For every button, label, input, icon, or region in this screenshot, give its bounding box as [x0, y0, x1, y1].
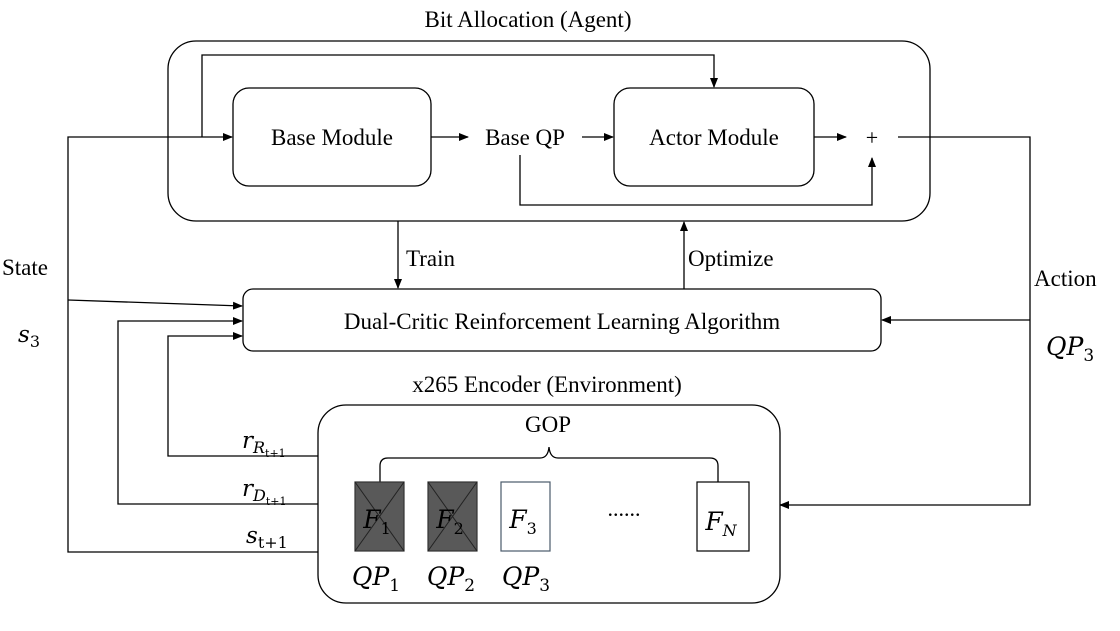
frame-fn-label: FN	[704, 507, 737, 540]
rd-sub: D	[252, 486, 266, 505]
action-qp3-label: QP3	[1046, 332, 1094, 366]
base-module-label: Base Module	[271, 125, 393, 150]
rr-sub: R	[252, 438, 265, 457]
agent-title: Bit Allocation (Agent)	[425, 7, 632, 32]
distortion-reward-label: rDt+1	[242, 476, 286, 508]
base-qp-label: Base QP	[485, 125, 565, 150]
action-label: Action	[1034, 266, 1097, 291]
state-loop-to-base-module-arrow	[67, 133, 318, 553]
train-label: Train	[406, 246, 455, 271]
gop-brace	[379, 446, 719, 482]
qp1-base: QP	[352, 562, 390, 591]
state-s3-label: s3	[18, 322, 40, 351]
f2-sub: 2	[454, 519, 464, 538]
s3-base: s	[18, 322, 30, 348]
qp3-label: QP3	[502, 562, 550, 596]
actor-module-label: Actor Module	[649, 125, 779, 150]
action-qp3-base: QP	[1046, 332, 1084, 361]
frame-f2-cross-b	[427, 481, 478, 552]
next-state-label: st+1	[246, 523, 288, 552]
snext-base: s	[246, 523, 258, 549]
qp3-base: QP	[502, 562, 540, 591]
environment-title: x265 Encoder (Environment)	[412, 372, 682, 397]
f3-base: F	[508, 505, 528, 534]
frame-f1-cross-b	[354, 481, 405, 552]
qp2-base: QP	[427, 562, 465, 591]
f2-base: F	[435, 505, 455, 534]
frames-ellipsis: ......	[608, 496, 641, 521]
optimize-label: Optimize	[688, 246, 774, 271]
f1-base: F	[362, 505, 382, 534]
distortion-reward-arrow	[117, 317, 318, 505]
action-to-encoder-arrow	[779, 136, 1031, 509]
state-to-actor-arrow	[201, 54, 718, 137]
state-label: State	[2, 255, 48, 280]
action-qp3-sub: 3	[1083, 346, 1094, 366]
qp1-sub: 1	[389, 576, 400, 596]
s3-sub: 3	[30, 332, 40, 351]
frame-f2-label: F2	[435, 505, 464, 538]
base-qp-to-plus-arrow	[519, 155, 876, 206]
qp1-label: QP1	[352, 562, 400, 596]
gop-label: GOP	[525, 412, 571, 437]
fn-sub: N	[722, 521, 738, 540]
rr-base: r	[242, 428, 255, 454]
rate-reward-arrow	[167, 332, 318, 457]
qp2-label: QP2	[427, 562, 475, 596]
state-to-algorithm-arrow	[67, 299, 243, 310]
rr-subsub: t+1	[265, 447, 286, 460]
rd-subsub: t+1	[266, 495, 287, 508]
f3-sub: 3	[527, 519, 537, 538]
qp2-sub: 2	[464, 576, 475, 596]
frame-fn-box	[696, 481, 750, 552]
rd-base: r	[242, 476, 255, 502]
frame-f3-label: F3	[508, 505, 537, 538]
fn-base: F	[704, 507, 724, 536]
frame-f3-box	[500, 481, 551, 552]
frame-f1-label: F1	[362, 505, 391, 538]
plus-sign: +	[866, 125, 878, 150]
algorithm-label: Dual-Critic Reinforcement Learning Algor…	[344, 309, 780, 334]
rate-reward-label: rRt+1	[242, 428, 286, 460]
qp3-sub: 3	[539, 576, 550, 596]
f1-sub: 1	[381, 519, 391, 538]
snext-sub: t+1	[258, 533, 288, 552]
